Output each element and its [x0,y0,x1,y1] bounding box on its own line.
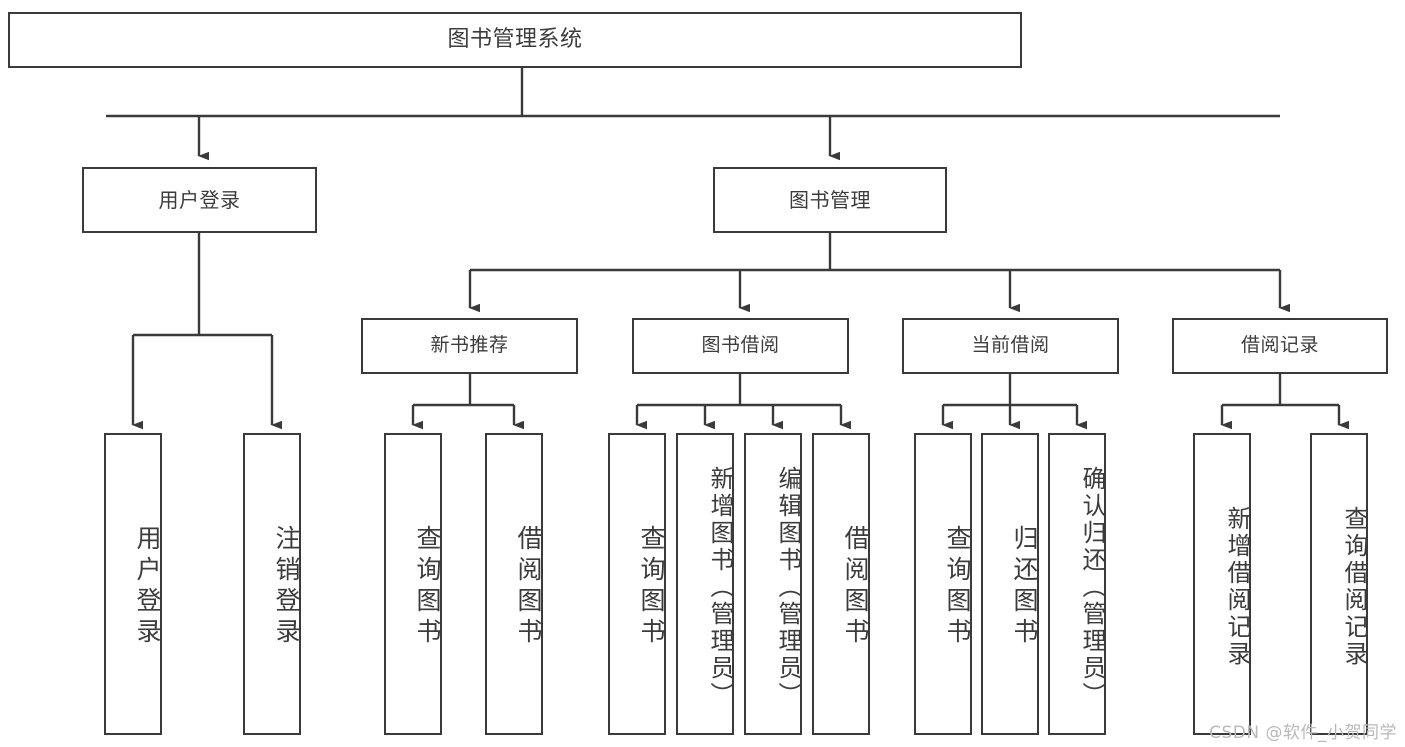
leaf-borrow-add-book-admin[interactable]: 新增图书（管理员） [676,433,734,735]
node-label: 新书推荐 [430,334,509,357]
node-label: 借阅图书 [514,525,543,649]
node-label: 查询借阅记录 [1340,506,1368,668]
leaf-recommend-borrow-book[interactable]: 借阅图书 [485,433,543,735]
node-label: 新增借阅记录 [1223,506,1251,668]
leaf-current-query-book[interactable]: 查询图书 [914,433,972,735]
node-label: 编辑图书（管理员） [774,465,802,709]
leaf-current-confirm-return-admin[interactable]: 确认归还（管理员） [1048,433,1106,735]
node-current-borrow[interactable]: 当前借阅 [902,318,1119,374]
node-label: 用户登录 [133,525,162,649]
node-label: 图书管理 [789,187,871,212]
leaf-user-login-login[interactable]: 用户登录 [104,433,162,735]
leaf-record-add-record[interactable]: 新增借阅记录 [1193,433,1251,735]
node-label: 当前借阅 [971,334,1050,357]
watermark-text: CSDN @软件_小贺同学 [1209,723,1397,743]
node-label: 用户登录 [158,187,241,212]
leaf-user-login-logout[interactable]: 注销登录 [243,433,301,735]
leaf-current-return-book[interactable]: 归还图书 [981,433,1039,735]
node-label: 图书管理系统 [447,26,583,52]
node-label: 新增图书（管理员） [706,465,734,709]
node-root-system[interactable]: 图书管理系统 [8,12,1022,68]
leaf-borrow-query-book[interactable]: 查询图书 [608,433,666,735]
leaf-borrow-edit-book-admin[interactable]: 编辑图书（管理员） [744,433,802,735]
node-borrow-record[interactable]: 借阅记录 [1172,318,1388,374]
node-label: 查询图书 [413,525,442,649]
node-book-management[interactable]: 图书管理 [713,167,947,233]
node-book-borrow[interactable]: 图书借阅 [632,318,849,374]
node-label: 归还图书 [1010,525,1039,649]
node-label: 查询图书 [637,525,666,649]
node-label: 确认归还（管理员） [1078,465,1106,709]
leaf-recommend-query-book[interactable]: 查询图书 [384,433,442,735]
node-new-book-recommend[interactable]: 新书推荐 [361,318,578,374]
node-label: 查询图书 [943,525,972,649]
node-label: 借阅图书 [841,525,870,649]
node-label: 图书借阅 [701,334,780,357]
leaf-record-query-record[interactable]: 查询借阅记录 [1310,433,1368,735]
node-label: 注销登录 [272,525,301,649]
node-user-login[interactable]: 用户登录 [82,167,317,233]
node-label: 借阅记录 [1240,334,1319,357]
leaf-borrow-borrow-book[interactable]: 借阅图书 [812,433,870,735]
